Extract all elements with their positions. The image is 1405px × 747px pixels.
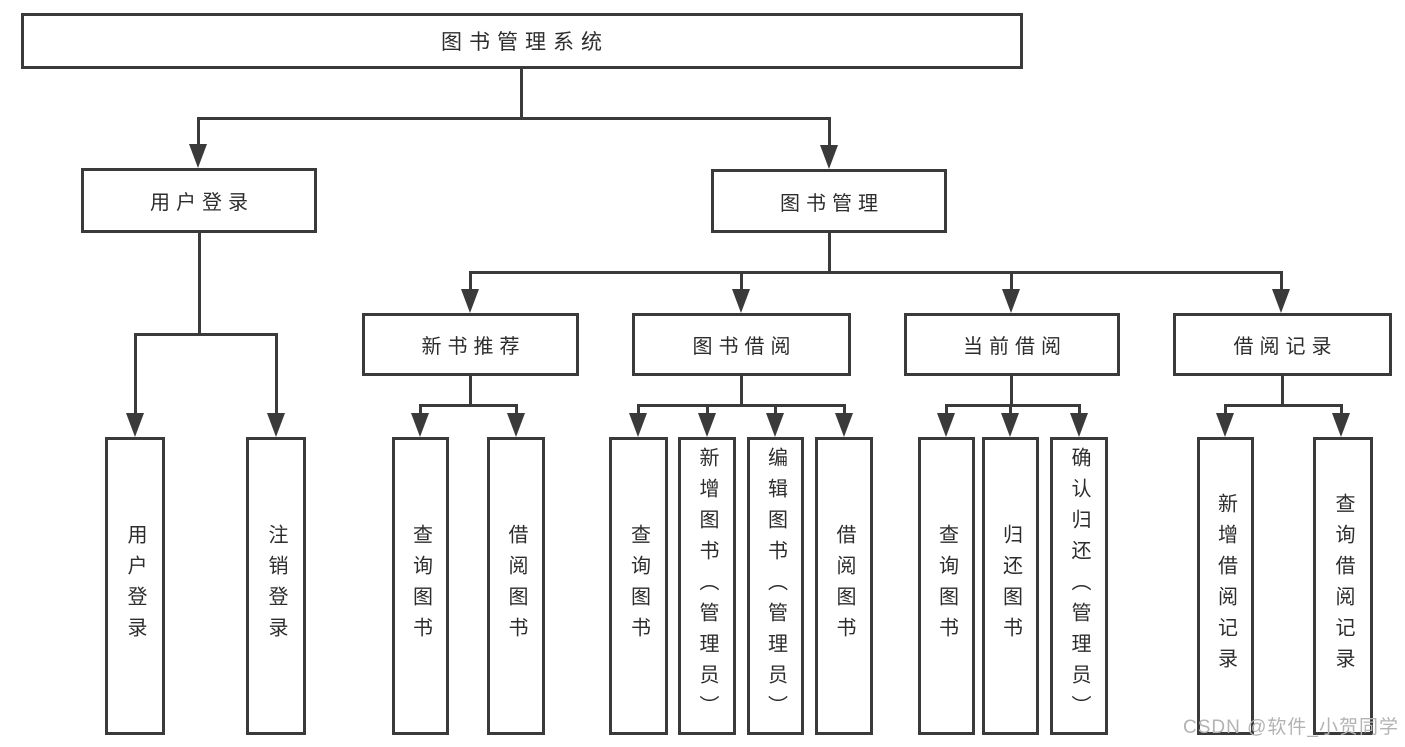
leaf-return-book: 归还图书 [982, 437, 1039, 735]
connector-line [197, 119, 200, 146]
connector-line [1010, 376, 1013, 406]
connector-line [419, 404, 518, 407]
leaf-label: 查询图书 [935, 524, 958, 648]
connector-line [774, 406, 777, 415]
arrow-down-icon [1002, 289, 1020, 313]
connector-line [706, 406, 709, 415]
leaf-query-books-borrow: 查询图书 [609, 437, 668, 735]
connector-line [843, 406, 846, 415]
node-borrow-records: 借阅记录 [1173, 313, 1392, 376]
leaf-user-login: 用户登录 [105, 437, 165, 735]
leaf-label: 查询图书 [627, 524, 650, 648]
connector-line [1009, 406, 1012, 415]
connector-line [134, 335, 137, 415]
node-current-borrow: 当前借阅 [904, 313, 1120, 376]
node-label: 图书管理系统 [441, 31, 609, 54]
leaf-label: 确认归还（管理员） [1068, 446, 1090, 726]
leaf-logout: 注销登录 [246, 437, 306, 735]
connector-line [1078, 406, 1081, 415]
leaf-add-book-admin: 新增图书（管理员） [678, 437, 736, 735]
leaf-query-books-current: 查询图书 [918, 437, 975, 735]
connector-line [1224, 406, 1227, 415]
arrow-down-icon [820, 145, 838, 169]
arrow-down-icon [766, 413, 784, 437]
leaf-label: 编辑图书（管理员） [764, 446, 787, 726]
node-book-management: 图书管理 [711, 169, 947, 233]
connector-line [1010, 273, 1013, 291]
connector-line [828, 232, 831, 273]
connector-line [469, 271, 1283, 274]
leaf-label: 新增图书（管理员） [696, 446, 718, 726]
leaf-label: 借阅图书 [833, 524, 855, 648]
connector-line [1340, 406, 1343, 415]
leaf-borrow-books: 借阅图书 [815, 437, 873, 735]
node-label: 借阅记录 [1233, 336, 1338, 358]
connector-line [1281, 376, 1284, 406]
arrow-down-icon [1332, 413, 1350, 437]
arrow-down-icon [732, 289, 750, 313]
node-label: 图书管理 [780, 192, 884, 215]
node-label: 图书借阅 [692, 336, 797, 358]
leaf-edit-book-admin: 编辑图书（管理员） [747, 437, 804, 735]
arrow-down-icon [1216, 413, 1234, 437]
connector-line [637, 406, 640, 415]
arrow-down-icon [937, 413, 955, 437]
leaf-confirm-return-admin: 确认归还（管理员） [1050, 437, 1108, 735]
connector-line [469, 376, 472, 406]
connector-line [945, 404, 1081, 407]
leaf-label: 注销登录 [265, 524, 287, 648]
watermark: CSDN @软件_小贺同学 [1183, 717, 1399, 738]
leaf-label: 借阅图书 [505, 524, 527, 648]
arrow-down-icon [461, 289, 479, 313]
connector-line [740, 273, 743, 291]
connector-line [515, 406, 518, 415]
arrow-down-icon [126, 413, 144, 437]
arrow-down-icon [411, 413, 429, 437]
connector-line [197, 117, 831, 120]
node-label: 新书推荐 [421, 336, 526, 358]
connector-line [637, 404, 846, 407]
connector-line [275, 335, 278, 415]
connector-line [469, 273, 472, 291]
node-label: 当前借阅 [963, 336, 1067, 358]
connector-line [419, 406, 422, 415]
node-label: 用户登录 [150, 192, 254, 214]
leaf-query-borrow-record: 查询借阅记录 [1313, 437, 1373, 735]
leaf-label: 归还图书 [999, 524, 1022, 648]
arrow-down-icon [698, 413, 716, 437]
connector-line [1280, 273, 1283, 291]
node-user-login: 用户登录 [81, 168, 317, 233]
leaf-label: 查询借阅记录 [1332, 493, 1354, 679]
arrow-down-icon [629, 413, 647, 437]
leaf-label: 用户登录 [124, 524, 146, 648]
leaf-query-books-recommend: 查询图书 [392, 437, 449, 735]
connector-line [945, 406, 948, 415]
leaf-label: 新增借阅记录 [1214, 493, 1237, 679]
arrow-down-icon [1272, 289, 1290, 313]
connector-line [828, 119, 831, 146]
node-book-borrow: 图书借阅 [632, 313, 851, 376]
arrow-down-icon [1070, 413, 1088, 437]
connector-line [740, 376, 743, 406]
leaf-add-borrow-record: 新增借阅记录 [1197, 437, 1254, 735]
connector-line [134, 333, 278, 336]
node-library-management-system: 图书管理系统 [21, 13, 1023, 69]
leaf-label: 查询图书 [409, 524, 432, 648]
connector-line [1224, 404, 1343, 407]
arrow-down-icon [189, 144, 207, 168]
arrow-down-icon [267, 413, 285, 437]
arrow-down-icon [1001, 413, 1019, 437]
arrow-down-icon [507, 413, 525, 437]
leaf-borrow-books-recommend: 借阅图书 [487, 437, 545, 735]
connector-line [198, 232, 201, 335]
arrow-down-icon [835, 413, 853, 437]
connector-line [520, 68, 523, 119]
node-new-book-recommend: 新书推荐 [362, 313, 579, 376]
